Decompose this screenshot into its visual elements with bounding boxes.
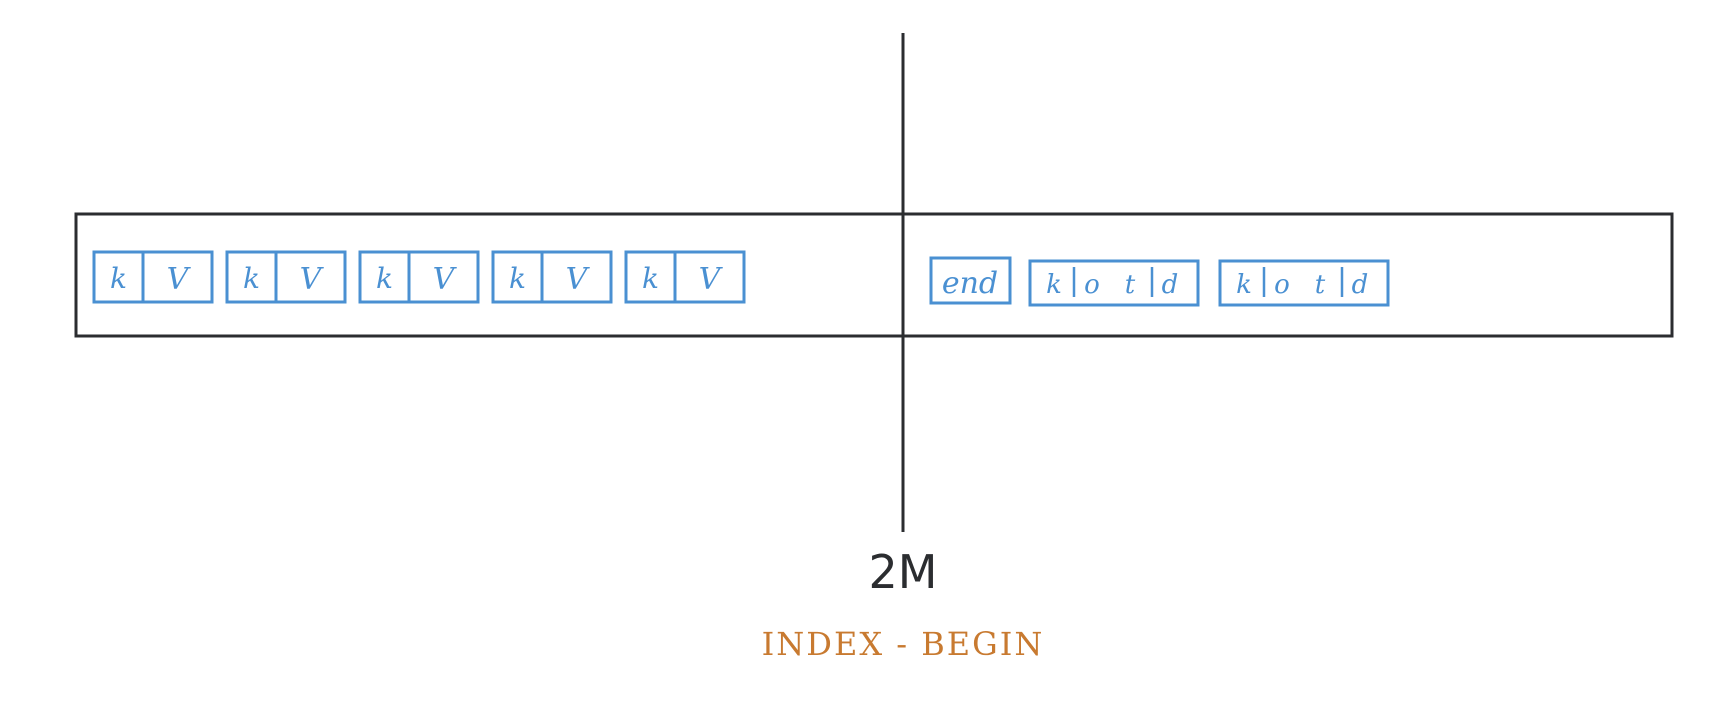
index-field-text: d (1352, 270, 1369, 300)
kv-entry-box (358, 250, 480, 304)
index-field-text: d (1162, 270, 1179, 300)
end-marker-box (929, 256, 1012, 305)
kv-value-text: V (433, 262, 458, 297)
kv-entry-box (92, 250, 214, 304)
kv-key-text: k (642, 262, 659, 295)
kv-value-text: V (699, 262, 724, 297)
index-field-text: o (1274, 270, 1290, 300)
index-begin-label: INDEX - BEGIN (762, 625, 1045, 663)
kv-entry-box (225, 250, 347, 304)
index-field-text: o (1084, 270, 1100, 300)
boundary-label: 2M (869, 545, 938, 599)
index-field-text: k (1046, 270, 1062, 300)
kv-value-text: V (167, 262, 192, 297)
kv-entry-box (491, 250, 613, 304)
index-entry-box (1028, 259, 1200, 307)
kv-key-text: k (376, 262, 393, 295)
index-entry-box (1218, 259, 1390, 307)
end-marker-text: end (942, 266, 998, 301)
storage-frame (74, 212, 1674, 338)
index-field-text: t (1315, 270, 1326, 300)
end-marker: end (929, 256, 1012, 305)
index-field-text: k (1236, 270, 1252, 300)
kv-key-text: k (509, 262, 526, 295)
kv-key-text: k (243, 262, 260, 295)
kv-value-text: V (300, 262, 325, 297)
kv-key-text: k (110, 262, 127, 295)
index-field-text: t (1125, 270, 1136, 300)
kv-entry-box (624, 250, 746, 304)
kv-value-text: V (566, 262, 591, 297)
